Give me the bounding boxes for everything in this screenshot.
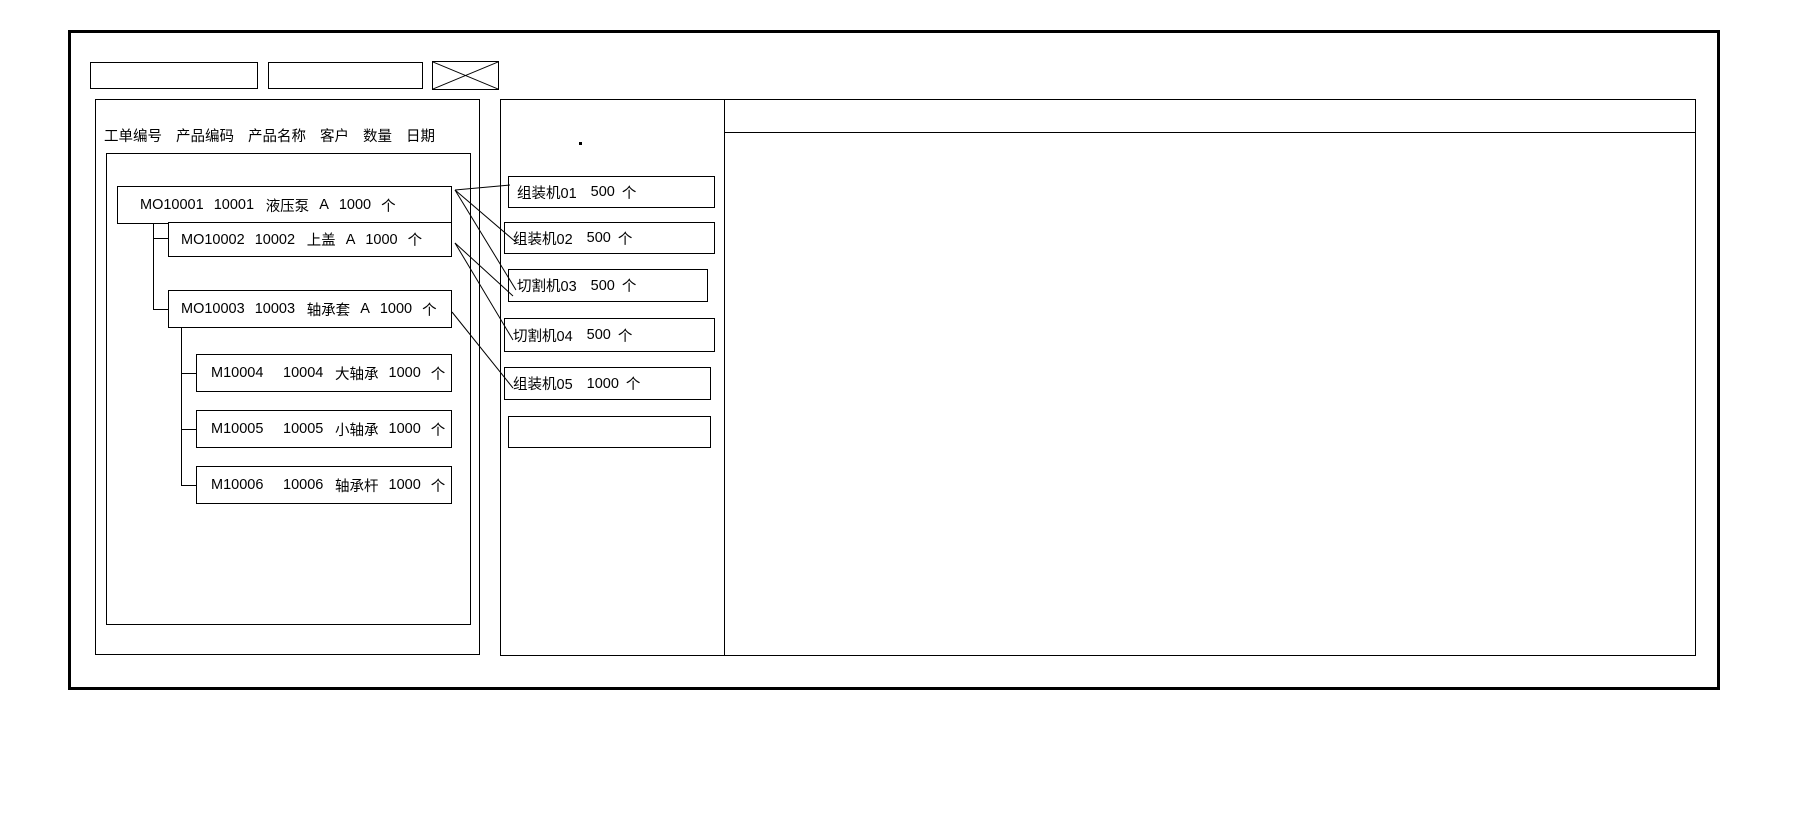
row-product-code: 10004 [283, 365, 324, 381]
machine-unit: 个 [617, 231, 633, 248]
row-product-name: 大轴承 [335, 366, 379, 383]
machine-schedule-panel: 组装机01 500 个 组装机02 500 个 切割机03 500 个 切割机0… [500, 99, 725, 656]
machine-name: 切割机04 [513, 328, 573, 345]
image-placeholder-icon[interactable] [432, 61, 499, 90]
row-quantity: 1000 [388, 421, 421, 437]
row-order-no: M10004 [211, 365, 264, 381]
row-quantity: 1000 [388, 365, 421, 381]
row-product-code: 10006 [283, 477, 324, 493]
row-order-no: M10006 [211, 477, 264, 493]
machine-name: 组装机02 [513, 231, 573, 248]
row-product-name: 液压泵 [265, 198, 310, 215]
machine-quantity: 500 [590, 184, 615, 200]
detail-panel [724, 99, 1696, 656]
tree-connector-elbow-3 [181, 373, 196, 374]
column-header-quantity: 数量 [363, 128, 392, 145]
machine-name: 组装机01 [517, 185, 577, 202]
row-product-name: 小轴承 [335, 422, 379, 439]
machine-quantity: 500 [590, 277, 615, 294]
row-unit: 个 [430, 422, 446, 439]
row-order-no: MO10003 [181, 301, 245, 317]
machine-unit: 个 [625, 377, 641, 393]
row-product-code: 10003 [254, 301, 296, 317]
column-header-order-no: 工单编号 [104, 128, 162, 145]
row-quantity: 1000 [379, 301, 413, 317]
column-header-date: 日期 [406, 128, 435, 145]
detail-panel-header-divider [725, 132, 1695, 133]
machine-quantity: 500 [586, 327, 611, 343]
table-row[interactable]: M10005 10005 小轴承 1000 个 [196, 410, 452, 448]
list-item[interactable]: 组装机05 1000 个 [504, 367, 711, 400]
row-customer: A [319, 197, 329, 213]
work-order-panel: 工单编号 产品编码 产品名称 客户 数量 日期 MO10001 10001 液压… [95, 99, 480, 655]
row-product-name: 轴承杆 [335, 478, 379, 495]
machine-unit: 个 [621, 185, 637, 202]
list-item[interactable]: 切割机04 500 个 [504, 318, 715, 352]
panel-marker-dot [579, 142, 582, 145]
machine-unit: 个 [621, 279, 637, 295]
toolbar-text-field-2[interactable] [268, 62, 423, 89]
column-header-row: 工单编号 产品编码 产品名称 客户 数量 日期 [104, 124, 474, 146]
row-product-code: 10001 [213, 197, 255, 213]
machine-quantity: 500 [586, 230, 611, 246]
row-unit: 个 [407, 233, 423, 249]
table-row[interactable]: M10004 10004 大轴承 1000 个 [196, 354, 452, 392]
machine-name: 切割机03 [517, 279, 577, 295]
machine-name: 组装机05 [513, 377, 573, 393]
table-row[interactable]: MO10002 10002 上盖 A 1000 个 [168, 222, 452, 257]
machine-unit: 个 [617, 328, 633, 345]
list-item[interactable]: 切割机03 500 个 [508, 269, 708, 302]
row-order-no: MO10001 [140, 197, 204, 213]
toolbar-text-field-1[interactable] [90, 62, 258, 89]
tree-connector-trunk-root [153, 205, 154, 309]
tree-connector-elbow-1 [153, 238, 168, 239]
row-order-no: M10005 [211, 421, 264, 437]
table-row[interactable]: M10006 10006 轴承杆 1000 个 [196, 466, 452, 504]
machine-quantity: 1000 [586, 375, 619, 392]
tree-connector-elbow-2 [153, 309, 168, 310]
row-order-no: MO10002 [181, 231, 245, 248]
row-unit: 个 [430, 478, 446, 495]
row-customer: A [345, 231, 356, 248]
column-header-product-name: 产品名称 [248, 128, 306, 145]
table-row[interactable]: MO10003 10003 轴承套 A 1000 个 [168, 290, 452, 328]
list-item[interactable]: 组装机02 500 个 [504, 222, 715, 254]
row-customer: A [360, 301, 370, 317]
tree-connector-elbow-4 [181, 429, 196, 430]
tree-connector-elbow-5 [181, 485, 196, 486]
row-quantity: 1000 [338, 197, 372, 213]
row-quantity: 1000 [365, 231, 398, 248]
column-header-product-code: 产品编码 [176, 128, 234, 145]
row-unit: 个 [430, 366, 446, 383]
row-unit: 个 [381, 198, 396, 215]
list-item[interactable]: 组装机01 500 个 [508, 176, 715, 208]
table-row[interactable]: MO10001 10001 液压泵 A 1000 个 [117, 186, 452, 224]
list-item-empty[interactable] [508, 416, 711, 448]
row-unit: 个 [422, 302, 437, 319]
row-product-code: 10002 [254, 231, 296, 248]
row-product-name: 轴承套 [306, 302, 351, 319]
column-header-customer: 客户 [320, 128, 349, 145]
row-quantity: 1000 [388, 477, 421, 493]
row-product-code: 10005 [283, 421, 324, 437]
tree-connector-trunk-sub [181, 325, 182, 485]
work-order-tree: MO10001 10001 液压泵 A 1000 个 MO10002 10002… [106, 153, 471, 625]
row-product-name: 上盖 [306, 233, 336, 249]
